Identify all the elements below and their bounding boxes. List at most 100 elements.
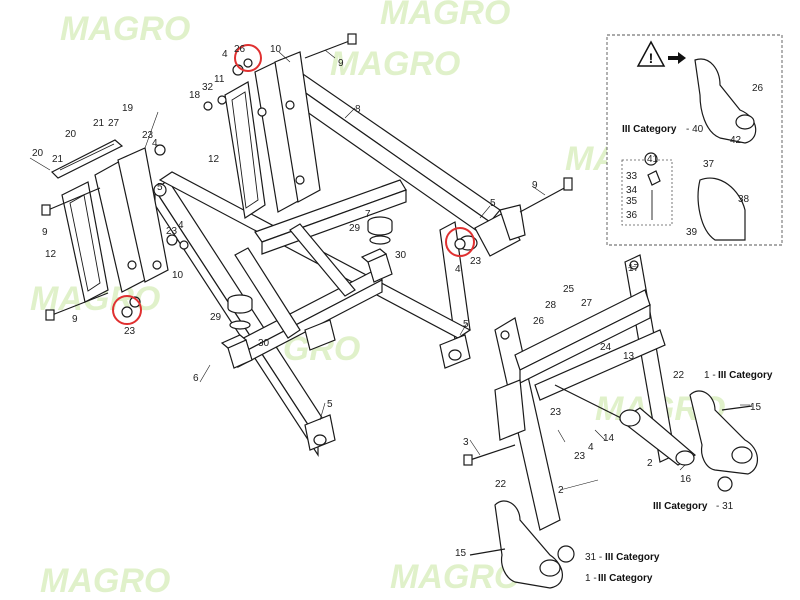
label-29: 29	[349, 223, 361, 234]
label-37: 37	[703, 159, 715, 170]
label-13: 13	[623, 351, 635, 362]
label-21: 21	[93, 118, 105, 129]
pin-15-upper	[721, 405, 753, 411]
label-18: 18	[189, 90, 201, 101]
caption-cat-1b: III Category	[598, 573, 653, 584]
label-5: 5	[157, 182, 163, 193]
label-10: 10	[270, 44, 282, 55]
part-labels: 4 26 10 9 11 32 18 8 19 21 27 20 23 4 20…	[32, 44, 764, 559]
label-20: 20	[32, 148, 44, 159]
inset-detail-box: !	[606, 34, 783, 246]
label-12: 12	[208, 154, 220, 165]
label-15: 15	[750, 402, 762, 413]
label-2: 2	[647, 458, 653, 469]
ball-31-upper	[717, 476, 733, 492]
label-21: 21	[52, 154, 64, 165]
label-5: 5	[490, 198, 496, 209]
side-plate-12-lower	[61, 147, 169, 303]
hitch-frame-17	[494, 254, 676, 531]
caption-cat-31a: III Category	[653, 501, 708, 512]
label-17: 17	[628, 263, 640, 274]
label-11: 11	[214, 74, 225, 85]
label-22: 22	[495, 479, 507, 490]
highlight-circle-top	[234, 44, 262, 72]
label-5: 5	[327, 399, 333, 410]
label-41: 41	[647, 154, 659, 165]
label-10: 10	[172, 270, 184, 281]
pin-9-right	[519, 177, 573, 213]
socket-30-lower	[220, 334, 253, 369]
label-4: 4	[588, 442, 594, 453]
socket-30-upper	[360, 248, 393, 283]
label-4: 4	[178, 220, 184, 231]
caption-cat-1b-num: 1 -	[585, 573, 597, 584]
caption-cat-1a-num: 1 -	[704, 370, 716, 381]
label-32: 32	[202, 82, 214, 93]
bracket-19	[50, 139, 124, 179]
label-20: 20	[65, 129, 77, 140]
label-38: 38	[738, 194, 750, 205]
label-4: 4	[152, 138, 158, 149]
label-8: 8	[355, 104, 361, 115]
pin-15-lower	[469, 548, 506, 556]
label-28: 28	[545, 300, 557, 311]
label-35: 35	[626, 196, 638, 207]
label-23: 23	[124, 326, 136, 337]
label-3: 3	[463, 437, 469, 448]
label-9: 9	[338, 58, 344, 69]
small-hardware	[129, 64, 244, 308]
caption-cat-1a: III Category	[718, 370, 773, 381]
label-12: 12	[45, 249, 57, 260]
highlight-circles	[112, 44, 475, 325]
label-27: 27	[581, 298, 593, 309]
label-30: 30	[258, 338, 270, 349]
watermark-8: MAGRO	[40, 562, 170, 600]
frame-end-socket-mid	[304, 319, 471, 369]
rubber-stop-7-upper	[367, 216, 393, 245]
side-plate-12-upper	[224, 51, 321, 220]
warning-triangle-icon: !	[636, 40, 666, 67]
frame-center-cross	[229, 179, 407, 368]
label-26: 26	[234, 44, 246, 55]
label-26: 26	[752, 83, 764, 94]
watermark-9: MAGRO	[390, 558, 520, 596]
label-26: 26	[533, 316, 545, 327]
category-captions: III Category - 40 1 - III Category III C…	[585, 124, 773, 584]
caption-cat-31a-num: - 31	[716, 501, 734, 512]
watermark-3: MAGRO	[330, 45, 460, 83]
pin-9-top	[304, 33, 357, 59]
label-23: 23	[574, 451, 586, 462]
caption-cat-40: III Category	[622, 124, 677, 135]
label-16: 16	[680, 474, 692, 485]
label-27: 27	[108, 118, 120, 129]
label-7: 7	[365, 209, 371, 220]
label-6: 6	[193, 373, 199, 384]
label-42: 42	[730, 135, 742, 146]
caption-cat-31b: III Category	[605, 552, 660, 563]
label-33: 33	[626, 171, 638, 182]
svg-text:!: !	[649, 50, 654, 66]
label-14: 14	[603, 433, 615, 444]
label-29: 29	[210, 312, 222, 323]
frame-end-socket-bottom	[304, 414, 336, 451]
label-23: 23	[142, 130, 154, 141]
label-23: 23	[470, 256, 482, 267]
caption-cat-40-num: - 40	[686, 124, 704, 135]
label-4: 4	[455, 264, 461, 275]
label-23: 23	[166, 226, 178, 237]
label-30: 30	[395, 250, 407, 261]
label-23: 23	[550, 407, 562, 418]
rubber-stop-7-lower	[227, 294, 253, 330]
hook-1-lower	[494, 500, 563, 589]
ball-31-lower	[557, 545, 575, 563]
label-34: 34	[626, 185, 638, 196]
caption-cat-31b-num: 31 -	[585, 552, 602, 563]
label-25: 25	[563, 284, 575, 295]
label-9: 9	[42, 227, 48, 238]
lower-link-16	[618, 407, 697, 466]
hitch-cross-bar-14	[554, 384, 626, 421]
label-4: 4	[222, 49, 228, 60]
frame-end-socket-right	[458, 204, 526, 257]
